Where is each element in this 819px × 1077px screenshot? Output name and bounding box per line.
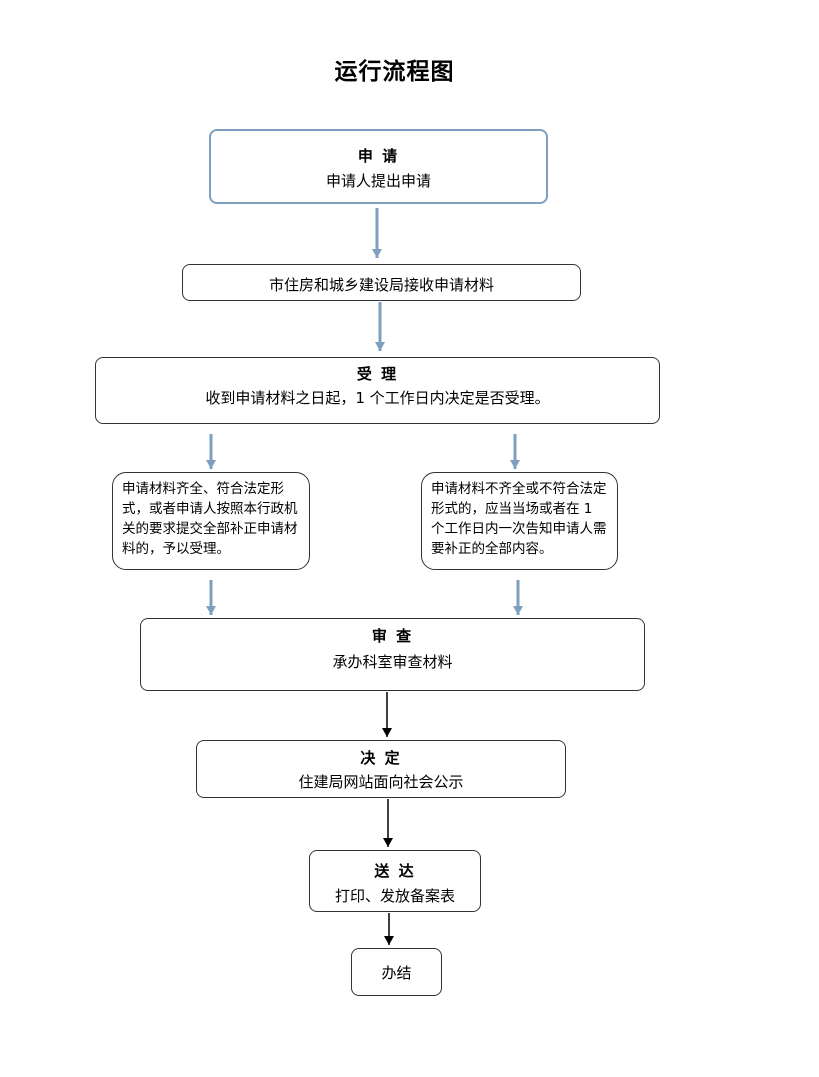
- review-box: 审 查 承办科室审查材料: [140, 618, 645, 691]
- apply-text: 申请人提出申请: [325, 172, 431, 190]
- apply-heading: 申 请: [357, 147, 400, 165]
- accept-box: 受 理 收到申请材料之日起，1 个工作日内决定是否受理。: [95, 357, 660, 424]
- receive-box: 市住房和城乡建设局接收申请材料: [182, 264, 581, 301]
- review-heading: 审 查: [371, 627, 414, 645]
- apply-box: 申 请 申请人提出申请: [209, 129, 548, 204]
- decide-heading: 决 定: [360, 749, 402, 767]
- accept-text: 收到申请材料之日起，1 个工作日内决定是否受理。: [205, 389, 550, 407]
- accept-heading: 受 理: [356, 365, 399, 383]
- finish-box: 办结: [351, 948, 442, 996]
- deliver-text: 打印、发放备案表: [334, 887, 455, 905]
- receive-text: 市住房和城乡建设局接收申请材料: [268, 276, 494, 294]
- finish-text: 办结: [381, 964, 412, 982]
- branch-accepted-note: 申请材料齐全、符合法定形式，或者申请人按照本行政机关的要求提交全部补正申请材料的…: [112, 472, 310, 570]
- review-text: 承办科室审查材料: [332, 653, 453, 671]
- decide-box: 决 定 住建局网站面向社会公示: [196, 740, 566, 798]
- diagram-title: 运行流程图: [334, 59, 455, 85]
- deliver-heading: 送 达: [374, 862, 416, 880]
- branch-rejected-note: 申请材料不齐全或不符合法定形式的，应当当场或者在 1 个工作日内一次告知申请人需…: [421, 472, 618, 570]
- decide-text: 住建局网站面向社会公示: [298, 773, 464, 791]
- deliver-box: 送 达 打印、发放备案表: [309, 850, 481, 912]
